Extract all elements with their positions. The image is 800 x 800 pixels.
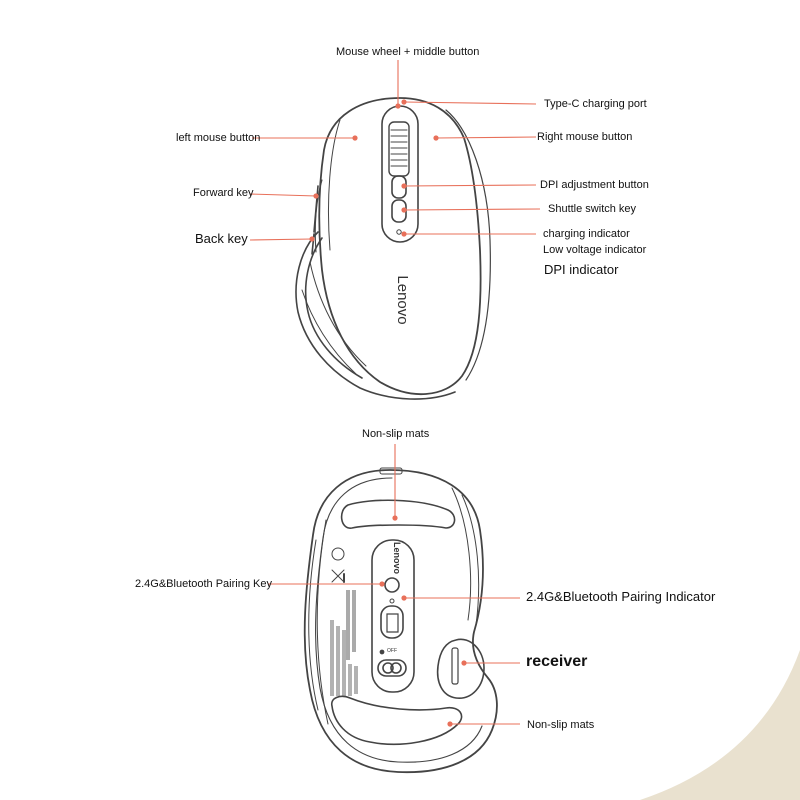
- label-receiver: receiver: [526, 653, 588, 670]
- dot-nonslip-bottom: [447, 721, 453, 727]
- pairing-led: [389, 598, 395, 604]
- side-ridge: [451, 487, 472, 621]
- dot-pairing-indicator: [401, 595, 407, 601]
- sensor-lens: [386, 613, 399, 633]
- switch-dot: [379, 649, 385, 655]
- certification-mark: [331, 547, 345, 561]
- label-back-key: Back key: [195, 231, 248, 246]
- receiver-shape: [451, 647, 459, 685]
- dot-forward-key: [313, 193, 319, 199]
- dot-receiver: [461, 660, 467, 666]
- side-ridge: [316, 519, 329, 725]
- dot-back-key: [309, 236, 315, 242]
- label-nonslip-bottom: Non-slip mats: [527, 719, 595, 731]
- switch-off-text: OFF: [387, 648, 397, 654]
- dot-right-button: [433, 135, 439, 141]
- leader-right-button: [435, 136, 537, 139]
- label-pairing-key: 2.4G&Bluetooth Pairing Key: [135, 578, 272, 590]
- power-switch-shape: [377, 659, 407, 677]
- indicator-led: [396, 229, 402, 235]
- right-shell-edge: [445, 109, 491, 381]
- mouse-top-body: [318, 97, 482, 395]
- label-pairing-indicator: 2.4G&Bluetooth Pairing Indicator: [526, 589, 716, 604]
- dot-pairing-key: [379, 581, 385, 587]
- thumb-ridge: [301, 289, 357, 375]
- leader-lines: [249, 60, 541, 725]
- mouse-bottom-body: [303, 469, 498, 774]
- label-nonslip-top: Non-slip mats: [362, 428, 430, 440]
- label-wheel: Mouse wheel + middle button: [336, 46, 480, 58]
- bottom-brand-logo: Lenovo: [392, 542, 402, 575]
- left-shell-line: [327, 119, 341, 251]
- recycle-mark: [331, 569, 345, 583]
- label-forward-key: Forward key: [193, 187, 254, 199]
- label-dpi-indicator: DPI indicator: [544, 262, 619, 277]
- nonslip-mat-bottom-shape: [330, 695, 463, 745]
- receiver-compartment: [436, 638, 485, 699]
- label-shuttle-key: Shuttle switch key: [548, 203, 637, 215]
- thumb-rest-inner: [304, 237, 363, 379]
- leader-dpi-button: [403, 184, 537, 187]
- nonslip-mat-top-shape: [340, 499, 456, 529]
- dot-dpi-button: [401, 183, 407, 189]
- leader-forward-key: [249, 193, 317, 197]
- leader-shuttle-key: [403, 208, 541, 211]
- sensor-column: [371, 539, 415, 693]
- bottom-inner-rim: [315, 477, 483, 763]
- mouse-bottom-view: [303, 467, 498, 774]
- dot-indicators: [401, 231, 407, 237]
- wheel-ridges: [390, 129, 408, 167]
- dot-left-button: [352, 135, 358, 141]
- label-right-button: Right mouse button: [537, 131, 633, 143]
- label-type-c: Type-C charging port: [544, 98, 647, 110]
- label-low-voltage-indicator: Low voltage indicator: [543, 244, 647, 256]
- top-brand-logo: Lenovo: [394, 275, 411, 324]
- fine-print: [330, 590, 358, 696]
- label-charging-indicator: charging indicator: [543, 228, 630, 240]
- top-connector: [379, 467, 403, 475]
- label-dpi-button: DPI adjustment button: [540, 179, 649, 191]
- pairing-key-shape: [384, 577, 400, 593]
- dot-type-c: [401, 99, 407, 105]
- side-ridge: [461, 494, 480, 626]
- dot-shuttle-key: [401, 207, 407, 213]
- leader-dots: [309, 99, 467, 727]
- dot-nonslip-top: [392, 515, 398, 521]
- power-switch-knob: [390, 662, 402, 674]
- leader-type-c: [403, 101, 537, 105]
- dot-wheel: [395, 103, 401, 109]
- thumb-rest: [295, 231, 456, 400]
- leader-back-key: [249, 238, 313, 241]
- thumb-ridge: [309, 261, 367, 367]
- mouse-top-view: [295, 97, 491, 400]
- side-ridge: [308, 539, 319, 711]
- sensor-window: [380, 605, 404, 639]
- edge-tint: [640, 650, 800, 800]
- power-switch-knob: [382, 662, 394, 674]
- label-left-button: left mouse button: [176, 132, 261, 144]
